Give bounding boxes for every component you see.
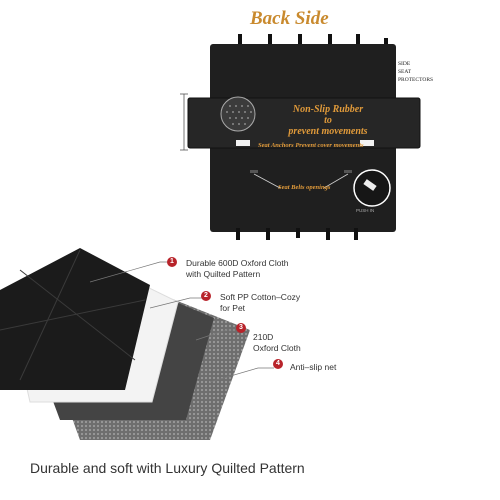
push-in-label: PUSH IN <box>356 208 375 213</box>
layer-badge-3: 3 <box>236 323 246 333</box>
layer-badge-1: 1 <box>167 257 177 267</box>
side-label-line: SIDE <box>398 61 411 67</box>
layer-label-line: Oxford Cloth <box>253 343 301 353</box>
dimension-marker <box>180 93 188 151</box>
side-label-line: SEAT <box>398 69 412 75</box>
material-layers-illustration <box>0 248 274 440</box>
layer-label-4: Anti–slip net <box>290 362 336 373</box>
layer-label-line: for Pet <box>220 303 246 313</box>
layer-label-line: Anti–slip net <box>290 362 337 372</box>
back-side-title: Back Side <box>250 8 329 29</box>
seat-anchor-right <box>360 140 374 146</box>
nonslip-line: Non-Slip Rubber <box>292 104 364 115</box>
bottom-straps <box>236 228 358 240</box>
nonslip-line: to <box>324 115 332 126</box>
top-straps <box>238 34 388 48</box>
caption: Durable and soft with Luxury Quilted Pat… <box>30 460 305 476</box>
layer-label-3: 210D Oxford Cloth <box>253 332 301 354</box>
layer-label-1: Durable 600D Oxford Cloth with Quilted P… <box>186 258 289 280</box>
seat-belts-label: Seat Belts openings <box>278 184 331 191</box>
layer-badge-4: 4 <box>273 359 283 369</box>
side-seat-protectors-label: SIDE SEAT PROTECTORS <box>398 60 433 84</box>
nonslip-rubber-label: Non-Slip Rubber to prevent movements <box>268 104 388 137</box>
layer-label-line: Soft PP Cotton–Cozy <box>220 292 301 302</box>
quilted-top-layer <box>0 248 150 390</box>
back-side-illustration <box>180 34 421 240</box>
layer-label-line: Durable 600D Oxford Cloth <box>186 258 289 268</box>
layer-label-line: 210D <box>253 332 274 342</box>
nonslip-rubber-zoom <box>220 96 256 132</box>
side-label-line: PROTECTORS <box>398 77 434 83</box>
seat-anchors-label: Seat Anchors Prevent cover movements <box>258 142 364 149</box>
seat-belt-pointers <box>253 173 349 189</box>
seat-anchor-left <box>236 140 250 146</box>
layer-badge-2: 2 <box>201 291 211 301</box>
nonslip-line: prevent movements <box>288 126 368 137</box>
layer-label-2: Soft PP Cotton–Cozy for Pet <box>220 292 300 314</box>
layer-label-line: with Quilted Pattern <box>186 269 261 279</box>
